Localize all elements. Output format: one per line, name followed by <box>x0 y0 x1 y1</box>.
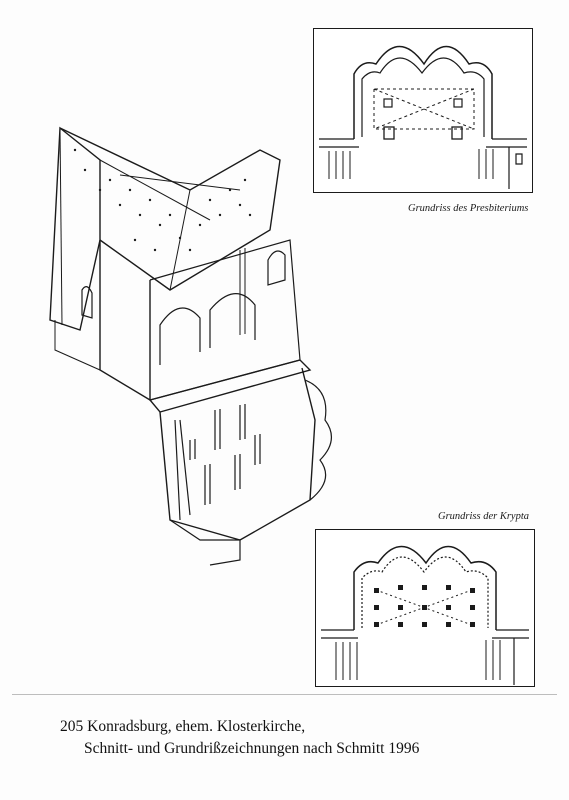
krypta-plan-frame <box>315 529 535 687</box>
presbyterium-plan-drawing <box>319 45 527 189</box>
presbyterium-plan-frame <box>313 28 533 193</box>
krypta-plan-drawing <box>321 545 529 685</box>
presbyterium-plan-label: Grundriss des Presbiteriums <box>408 203 529 214</box>
krypta-plan-label: Grundriss der Krypta <box>438 511 530 522</box>
isometric-section-drawing <box>49 126 332 566</box>
caption-divider <box>12 694 557 695</box>
caption-line-1: 205 Konradsburg, ehem. Klosterkirche, <box>60 718 306 735</box>
caption-line-2: Schnitt- und Grundrißzeichnungen nach Sc… <box>84 740 420 757</box>
figure-caption: 205 Konradsburg, ehem. Klosterkirche, Sc… <box>60 716 560 760</box>
